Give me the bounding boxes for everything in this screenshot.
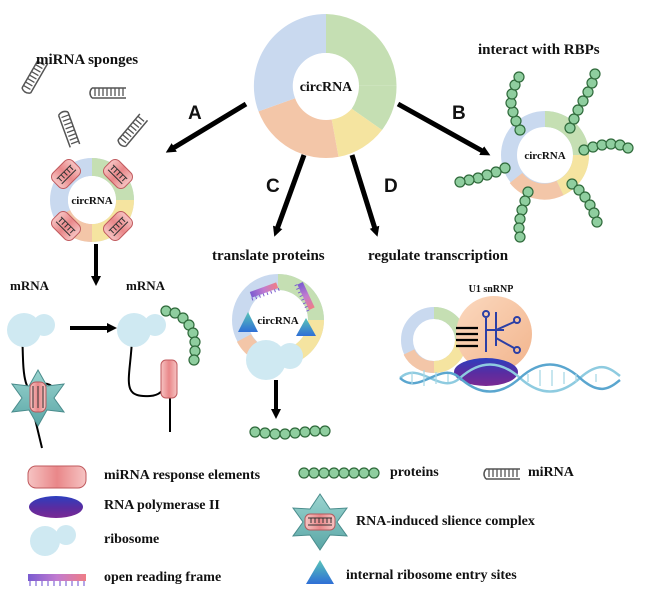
legend-orf-label: open reading frame: [104, 570, 222, 585]
orf-icon: [294, 282, 315, 312]
mirna-icon: [21, 58, 49, 94]
mre-bound-mirna: [103, 159, 133, 189]
circrna-sponge: [50, 158, 134, 243]
legend-orf-icon: [28, 574, 86, 586]
section-d-title: regulate transcription: [368, 248, 509, 264]
transcription-complex: [399, 296, 621, 393]
u1-snrnp-label: U1 snRNP: [469, 284, 514, 295]
arrow-a: [165, 101, 248, 153]
section-c-title: translate proteins: [212, 248, 325, 264]
legend-ires-icon: [306, 560, 334, 584]
mirna-icon: [57, 110, 81, 148]
ribosome-icon: [7, 313, 55, 347]
central-circrna: [253, 13, 397, 159]
rbp-chains: [454, 68, 634, 243]
ribosome-icon: [117, 313, 166, 347]
legend-risc-icon: [291, 493, 349, 551]
protein-chain-icon: [160, 305, 201, 366]
mre-bound-mirna: [51, 211, 81, 241]
mre-bound-mirna: [103, 211, 133, 241]
arrow-c: [273, 154, 307, 237]
mrna-repressed: [7, 313, 66, 449]
mrna-left-label: mRNA: [10, 278, 49, 293]
legend-mre-label: miRNA response elements: [104, 468, 261, 483]
ires-icon: [238, 312, 258, 332]
dna-helix-icon: [399, 363, 621, 393]
circrna-rbp: [454, 68, 634, 243]
section-d-letter: D: [384, 176, 398, 197]
protein-chain-icon: [249, 425, 331, 440]
mirna-free-group: [21, 58, 149, 148]
mirna-icon: [117, 113, 149, 148]
legend-ires-label: internal ribosome entry sites: [346, 568, 517, 583]
mre-bound-mirna: [51, 159, 81, 189]
legend-protein-icon: [298, 467, 380, 479]
mrna-translated: [117, 305, 201, 432]
central-circrna-label: circRNA: [300, 80, 353, 95]
legend-proteins-label: proteins: [390, 465, 439, 480]
snrnp-structure: [482, 310, 521, 354]
arrow-b: [396, 101, 491, 156]
translation-circrna-label: circRNA: [257, 315, 298, 327]
legend-mirna-icon: [483, 468, 520, 480]
legend-ribosome-label: ribosome: [104, 532, 160, 547]
mrna-right-label: mRNA: [126, 278, 165, 293]
mirna-icon: [89, 87, 126, 99]
ribosome-icon: [246, 340, 303, 380]
legend: [27, 465, 520, 586]
legend-polymerase-icon: [29, 496, 83, 518]
u1-snrnp: [456, 296, 532, 372]
section-b-letter: B: [452, 103, 466, 124]
sponge-circrna-label: circRNA: [71, 195, 112, 207]
circrna-translation: [232, 274, 324, 380]
section-a-letter: A: [188, 103, 202, 124]
section-a-title: miRNA sponges: [36, 52, 139, 68]
orf-icon: [249, 282, 280, 301]
pathway-arrows: [165, 101, 491, 237]
legend-risc-label: RNA-induced slience complex: [356, 514, 535, 529]
legend-mirna-label: miRNA: [528, 465, 574, 480]
legend-ribosome-icon: [30, 525, 76, 556]
legend-mre-icon: [27, 465, 87, 489]
ires-icon: [296, 318, 316, 336]
risc-icon: [10, 368, 66, 428]
legend-polymerase-label: RNA polymerase II: [104, 498, 220, 513]
polymerase-icon: [454, 358, 518, 386]
section-c-letter: C: [266, 176, 280, 197]
rbp-circrna-label: circRNA: [524, 150, 565, 162]
section-b-title: interact with RBPs: [478, 42, 600, 58]
arrow-d: [349, 154, 380, 237]
